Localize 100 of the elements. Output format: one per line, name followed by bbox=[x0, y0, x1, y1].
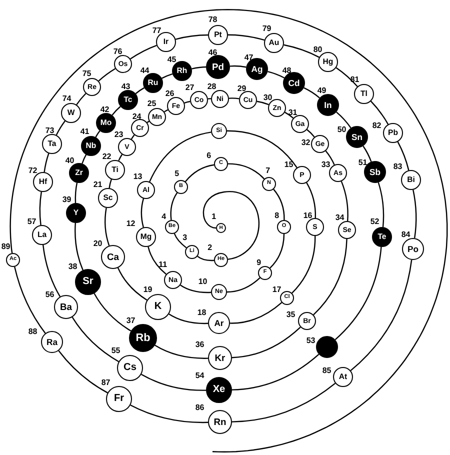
atomic-number: 2 bbox=[208, 244, 212, 252]
atomic-number: 12 bbox=[126, 220, 136, 228]
spiral-line bbox=[232, 326, 301, 358]
spiral-line bbox=[370, 100, 389, 125]
atomic-number: 11 bbox=[158, 260, 168, 269]
spiral-line bbox=[82, 154, 87, 164]
atomic-number: 8 bbox=[274, 212, 280, 220]
spiral-line bbox=[112, 106, 121, 116]
element-symbol: Cd bbox=[288, 78, 300, 88]
atomic-number: 42 bbox=[100, 106, 110, 114]
spiral-line bbox=[325, 150, 335, 166]
element-symbol: Sr bbox=[82, 276, 94, 288]
atomic-number: 84 bbox=[401, 230, 410, 239]
spiral-line bbox=[108, 179, 112, 188]
atomic-number: 16 bbox=[303, 212, 312, 220]
spiral-line bbox=[284, 112, 294, 119]
element-symbol: In bbox=[324, 100, 332, 110]
atomic-number: 78 bbox=[208, 16, 218, 24]
spiral-line bbox=[284, 44, 320, 58]
atomic-number: 6 bbox=[206, 152, 212, 160]
atomic-number: 79 bbox=[262, 24, 272, 33]
spiral-line bbox=[130, 404, 208, 424]
spiral-line bbox=[74, 222, 84, 270]
spiral-line bbox=[230, 65, 246, 68]
spiral-line bbox=[397, 142, 410, 170]
spiral-line bbox=[58, 350, 108, 394]
atomic-number: 39 bbox=[62, 196, 72, 204]
spiral-line bbox=[256, 100, 269, 106]
spiral-line bbox=[226, 277, 260, 293]
atomic-number: 48 bbox=[282, 66, 292, 75]
atomic-number: 15 bbox=[284, 160, 294, 169]
atomic-number: 45 bbox=[167, 56, 176, 64]
spiral-line bbox=[268, 71, 285, 78]
atomic-number: 32 bbox=[301, 138, 310, 147]
spiral-line bbox=[175, 34, 208, 40]
spiral-line bbox=[362, 146, 372, 162]
spiral-line bbox=[39, 192, 42, 226]
element-circle bbox=[211, 123, 227, 139]
element-symbol: Fr bbox=[114, 394, 124, 404]
spiral-line bbox=[292, 236, 316, 294]
atomic-number: 1 bbox=[212, 212, 216, 221]
spiral-line bbox=[228, 163, 265, 180]
atomic-number: 35 bbox=[286, 310, 296, 319]
spiral-line bbox=[232, 354, 320, 390]
atomic-number: 47 bbox=[244, 54, 254, 62]
spiral-line bbox=[230, 302, 282, 324]
atomic-number: 5 bbox=[174, 170, 180, 178]
spiral-line bbox=[184, 164, 214, 182]
spiral-line bbox=[270, 234, 285, 269]
spiral-line bbox=[174, 233, 187, 248]
atomic-number: 43 bbox=[121, 82, 130, 91]
atomic-number: 18 bbox=[197, 308, 206, 317]
spiral-line bbox=[149, 132, 212, 182]
spiral-line bbox=[306, 182, 316, 218]
spiral-line bbox=[412, 190, 417, 238]
element-symbol: Pd bbox=[212, 62, 224, 72]
atomic-number: 86 bbox=[195, 404, 204, 412]
atomic-number: 49 bbox=[317, 86, 326, 95]
element-symbol: Sb bbox=[370, 168, 380, 176]
spiral-line bbox=[378, 182, 384, 228]
spiral-line bbox=[304, 87, 320, 98]
spiral-line bbox=[336, 67, 358, 87]
atomic-number: 85 bbox=[322, 366, 332, 375]
spiral-line bbox=[306, 129, 315, 138]
element-symbol: Po bbox=[408, 244, 418, 254]
atomic-number: 21 bbox=[93, 180, 102, 189]
spiral-line bbox=[146, 120, 150, 123]
atomic-number: 38 bbox=[68, 262, 78, 271]
spiral-line bbox=[10, 9, 448, 452]
atomic-number: 25 bbox=[147, 100, 156, 108]
atomic-number: 77 bbox=[152, 26, 162, 35]
atomic-number: 7 bbox=[266, 166, 270, 175]
spiral-line bbox=[232, 382, 336, 422]
spiral-line bbox=[94, 293, 132, 332]
spiral-line bbox=[141, 374, 206, 391]
atomic-number: 56 bbox=[45, 290, 54, 299]
atomic-number: 88 bbox=[28, 328, 38, 336]
atomic-number: 83 bbox=[393, 162, 402, 171]
spiral-line bbox=[130, 44, 157, 60]
atomic-number: 13 bbox=[133, 172, 142, 181]
spiral-line bbox=[130, 134, 135, 140]
spiral-line bbox=[168, 313, 208, 324]
atomic-number: 30 bbox=[263, 94, 272, 102]
atomic-number: 50 bbox=[337, 126, 346, 134]
atomic-number: 36 bbox=[195, 340, 204, 349]
atomic-number: 17 bbox=[272, 286, 282, 294]
element-symbol: Ar bbox=[214, 318, 224, 328]
element-symbol: Ca bbox=[107, 252, 119, 262]
spiral-line bbox=[135, 87, 144, 94]
spiral-line bbox=[228, 98, 240, 100]
atomic-number: 9 bbox=[256, 258, 262, 267]
atomic-number: 40 bbox=[65, 156, 74, 165]
atomic-number: 23 bbox=[114, 130, 124, 139]
atomic-number: 89 bbox=[1, 242, 10, 251]
spiral-line bbox=[42, 244, 61, 297]
atomic-number: 3 bbox=[182, 234, 188, 242]
atomic-number: 73 bbox=[45, 126, 54, 135]
atomic-number: 10 bbox=[198, 278, 208, 286]
element-symbol: Rb bbox=[136, 332, 150, 344]
atomic-number: 24 bbox=[132, 112, 142, 121]
